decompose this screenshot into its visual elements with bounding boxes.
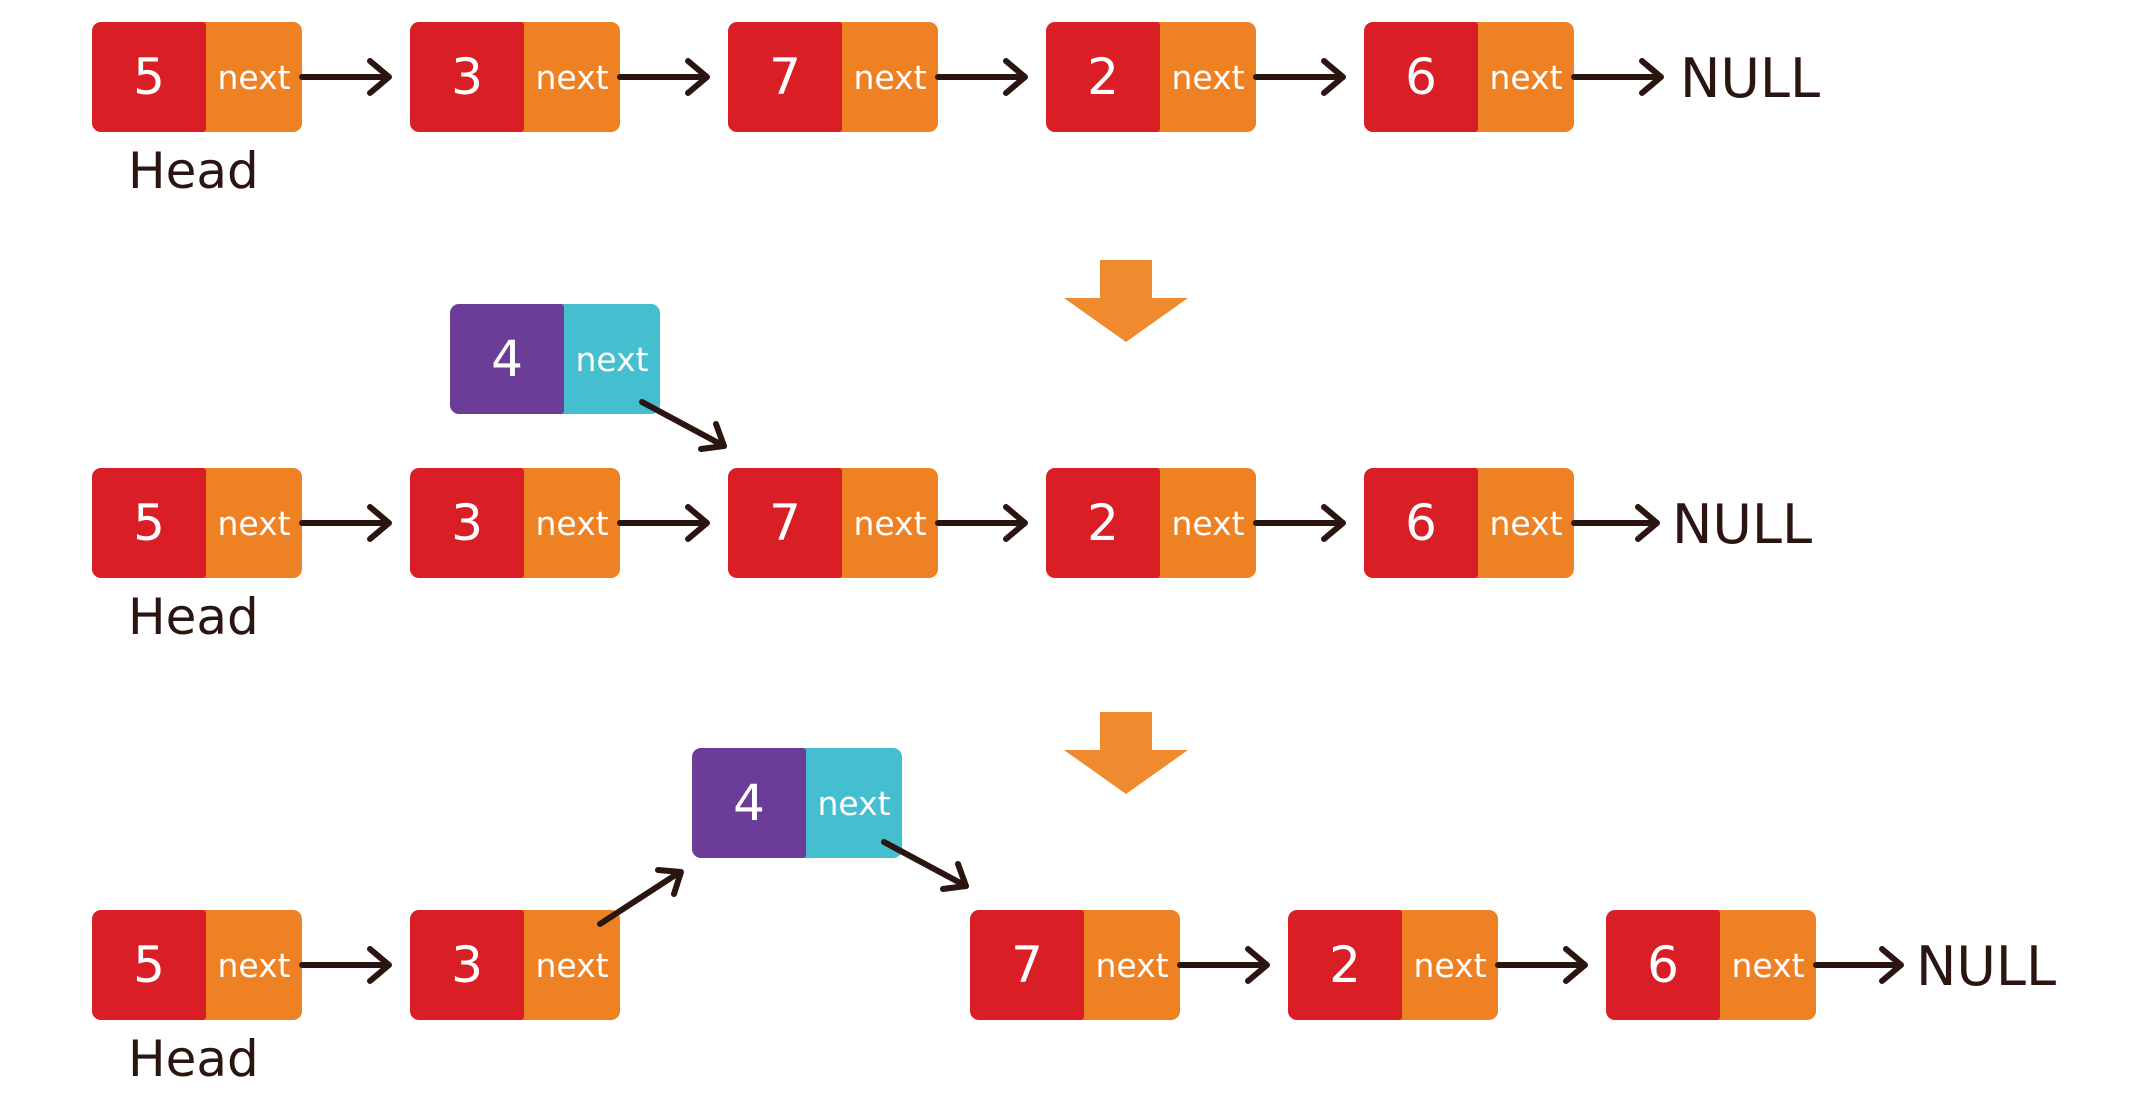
- transition-arrow-icon: [1064, 260, 1188, 342]
- node-next-field: next: [1074, 910, 1180, 1020]
- node-value: 3: [410, 22, 524, 132]
- node-value: 6: [1364, 22, 1478, 132]
- node-value: 5: [92, 468, 206, 578]
- list-node: 5 next: [92, 22, 302, 132]
- node-value: 7: [728, 468, 842, 578]
- list-node: 6 next: [1606, 910, 1816, 1020]
- list-node: 7 next: [728, 468, 938, 578]
- head-label: Head: [128, 588, 259, 646]
- node-next-field: next: [196, 910, 302, 1020]
- node-value: 3: [410, 468, 524, 578]
- node-next-field: next: [1392, 910, 1498, 1020]
- node-value: 6: [1606, 910, 1720, 1020]
- pointer-arrow: [1177, 946, 1270, 984]
- node-next-field: next: [832, 22, 938, 132]
- node-value: 7: [728, 22, 842, 132]
- pointer-arrow: [299, 504, 392, 542]
- list-node: 7 next: [728, 22, 938, 132]
- node-value: 4: [450, 304, 564, 414]
- node-value: 5: [92, 22, 206, 132]
- pointer-arrow: [1571, 58, 1664, 96]
- inserted-node: 4 next: [450, 304, 660, 414]
- pointer-arrow: [299, 58, 392, 96]
- list-node: 7 next: [970, 910, 1180, 1020]
- pointer-arrow: [935, 504, 1028, 542]
- node-next-field: next: [796, 748, 902, 858]
- pointer-arrow: [1813, 946, 1904, 984]
- node-next-field: next: [514, 468, 620, 578]
- node-value: 5: [92, 910, 206, 1020]
- node-value: 2: [1046, 468, 1160, 578]
- pointer-arrow: [299, 946, 392, 984]
- node-next-field: next: [1468, 468, 1574, 578]
- list-node: 3 next: [410, 468, 620, 578]
- pointer-arrow: [935, 58, 1028, 96]
- pointer-arrow: [1495, 946, 1588, 984]
- list-node: 3 next: [410, 22, 620, 132]
- head-label: Head: [128, 142, 259, 200]
- list-node: 2 next: [1046, 22, 1256, 132]
- node-next-field: next: [554, 304, 660, 414]
- node-next-field: next: [514, 22, 620, 132]
- inserted-node: 4 next: [692, 748, 902, 858]
- list-node: 2 next: [1288, 910, 1498, 1020]
- list-node: 2 next: [1046, 468, 1256, 578]
- node-next-field: next: [196, 22, 302, 132]
- node-value: 3: [410, 910, 524, 1020]
- node-next-field: next: [1468, 22, 1574, 132]
- list-node: 3 next: [410, 910, 620, 1020]
- pointer-arrow: [1571, 504, 1660, 542]
- list-node: 5 next: [92, 910, 302, 1020]
- null-label: NULL: [1672, 493, 1813, 556]
- node-value: 4: [692, 748, 806, 858]
- node-value: 2: [1046, 22, 1160, 132]
- node-next-field: next: [1150, 468, 1256, 578]
- node-value: 6: [1364, 468, 1478, 578]
- node-next-field: next: [832, 468, 938, 578]
- null-label: NULL: [1916, 935, 2057, 998]
- node-value: 7: [970, 910, 1084, 1020]
- head-label: Head: [128, 1030, 259, 1088]
- list-node: 6 next: [1364, 468, 1574, 578]
- node-next-field: next: [196, 468, 302, 578]
- list-node: 6 next: [1364, 22, 1574, 132]
- pointer-arrow: [617, 504, 710, 542]
- pointer-arrow: [617, 58, 710, 96]
- transition-arrow-icon: [1064, 712, 1188, 794]
- node-next-field: next: [1710, 910, 1816, 1020]
- node-next-field: next: [1150, 22, 1256, 132]
- node-next-field: next: [514, 910, 620, 1020]
- null-label: NULL: [1680, 47, 1821, 110]
- list-node: 5 next: [92, 468, 302, 578]
- pointer-arrow: [1253, 504, 1346, 542]
- pointer-arrow: [1253, 58, 1346, 96]
- node-value: 2: [1288, 910, 1402, 1020]
